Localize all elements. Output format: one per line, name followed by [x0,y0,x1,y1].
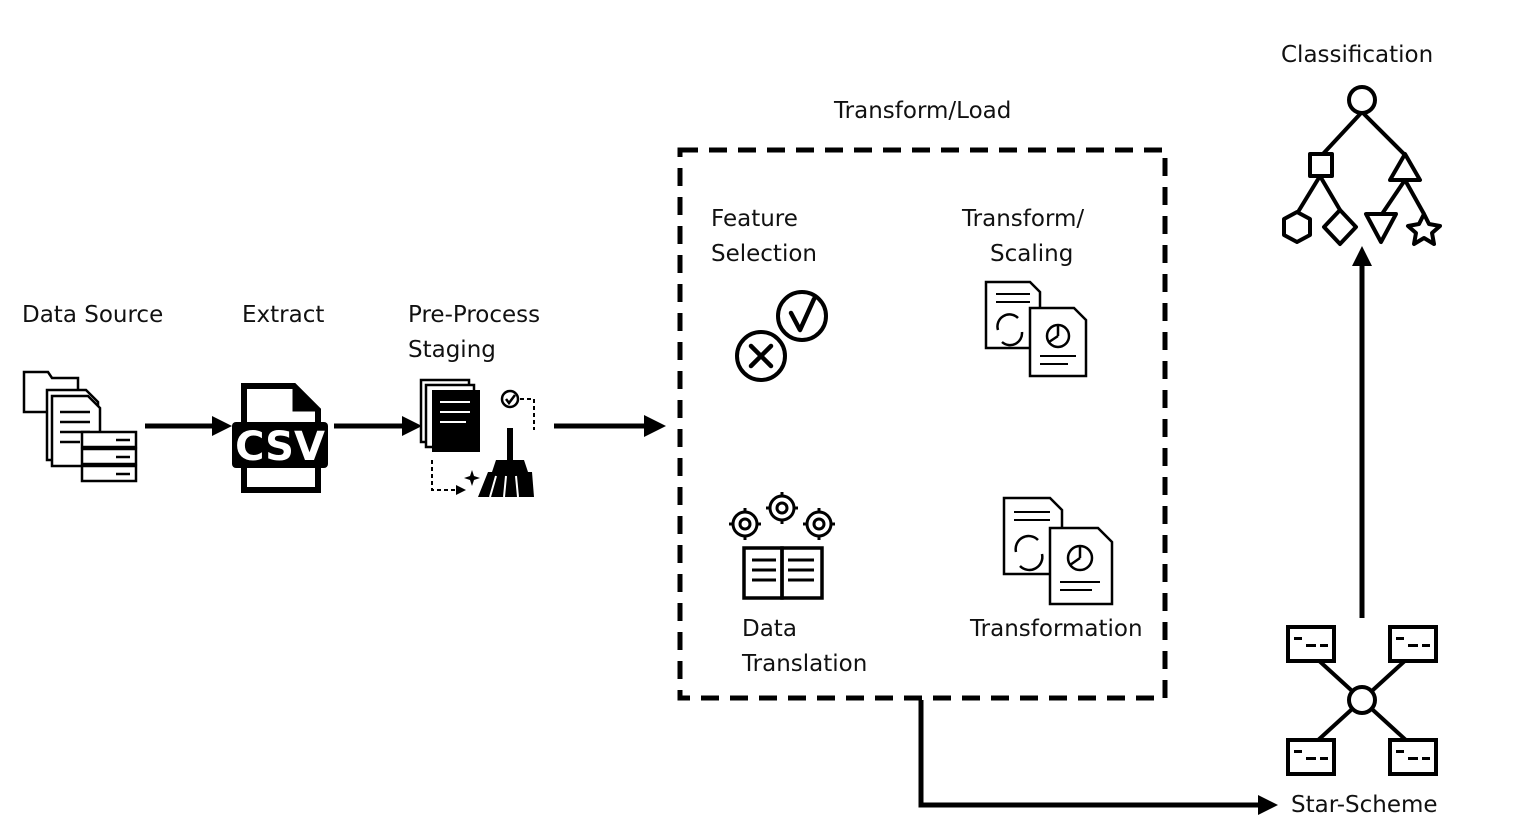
arrow-starscheme-to-classification [1352,246,1372,618]
decision-tree-icon [1282,85,1442,246]
arrow-transform-to-starscheme [918,700,1278,815]
gears-book-icon [729,492,835,600]
documents-broom-icon [419,378,535,498]
extract-label: Extract [242,302,325,328]
star-scheme-label: Star-Scheme [1291,792,1438,818]
feature-selection-label-line1: Feature [711,206,798,232]
transform-scaling-label-line1: Transform/ [962,206,1085,232]
data-translation-label-line2: Translation [742,651,868,677]
folder-documents-server-icon [22,370,138,483]
svg-text:CSV: CSV [235,424,325,470]
classification-label: Classification [1281,42,1434,68]
arrow-preprocess-to-transform [554,415,666,437]
data-source-label: Data Source [22,302,164,328]
transform-load-box [677,147,1168,701]
transform-load-label: Transform/Load [834,98,1012,124]
preprocess-label-line1: Pre-Process [408,302,541,328]
transform-scaling-label-line2: Scaling [990,241,1074,267]
star-schema-icon [1286,625,1438,776]
arrow-source-to-extract [145,416,232,436]
transformation-label: Transformation [970,616,1143,642]
preprocess-label-line2: Staging [408,337,496,363]
csv-file-icon: CSV [232,383,328,493]
reject-accept-icon [735,290,828,382]
arrow-extract-to-preprocess [334,416,422,436]
document-chart-icon [984,280,1088,378]
data-translation-label-line1: Data [742,616,797,642]
document-chart-icon [1002,496,1114,606]
feature-selection-label-line2: Selection [711,241,817,267]
